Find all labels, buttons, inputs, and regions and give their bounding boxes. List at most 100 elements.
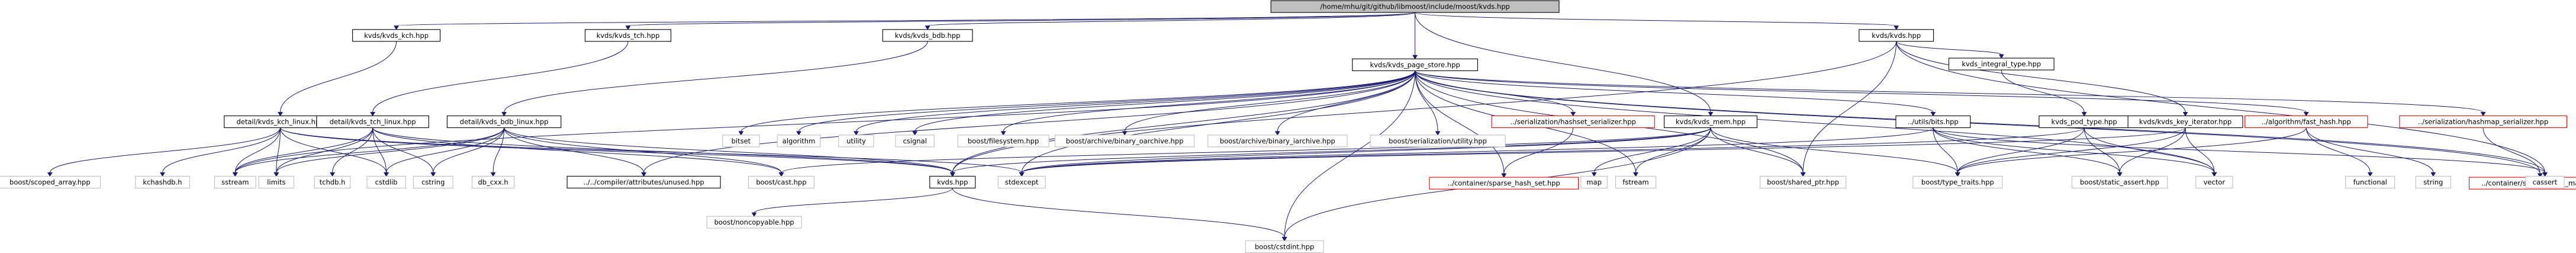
- node-box: [2345, 175, 2395, 188]
- node-box: [135, 175, 190, 188]
- node-box: [895, 134, 935, 148]
- node-box: [748, 175, 814, 188]
- node-label: boost/cast.hpp: [756, 178, 806, 186]
- edge-bdblinux-to-dbcxx: [490, 127, 505, 177]
- edge-kchlinux-to-scopedarray: [47, 127, 281, 177]
- node-label: detail/kvds_tch_linux.hpp: [330, 118, 416, 126]
- edge-pagestore-to-utility: [854, 71, 1416, 136]
- node-label: tchdb.h: [320, 178, 346, 186]
- edges-layer: [47, 12, 2548, 242]
- node-bdb[interactable]: kvds/kvds_bdb.hpp: [882, 29, 973, 42]
- edge-pagestore-to-bitset: [738, 71, 1416, 136]
- edge-pagestore-to-sstream: [232, 71, 1416, 177]
- node-box: [314, 175, 351, 188]
- node-bcast: boost/cast.hpp: [748, 175, 814, 188]
- edge-memhpp-to-sharedptr: [1710, 127, 1806, 177]
- edge-fasthash-to-string: [2305, 127, 2436, 177]
- node-box: [1370, 134, 1506, 148]
- node-sparseset[interactable]: ../container/sparse_hash_set.hpp: [1429, 177, 1579, 190]
- node-memhpp[interactable]: kvds/kvds_mem.hpp: [1664, 115, 1757, 129]
- edge-bdblinux-to-sstream: [232, 127, 505, 177]
- node-box: [2415, 175, 2451, 188]
- edge-pagestore-to-algorithm: [796, 71, 1416, 136]
- node-utilsbits[interactable]: ../utils/bits.hpp: [1895, 115, 1971, 129]
- node-inttype[interactable]: kvds_integral_type.hpp: [1948, 57, 2055, 71]
- node-label: kvds/kvds_page_store.hpp: [1370, 60, 1460, 69]
- edge-tchlinux-to-tchdb: [330, 127, 373, 177]
- edge-root-to-tch: [625, 12, 1416, 30]
- node-hashmap[interactable]: ../serialization/hashmap_serializer.hpp: [2399, 115, 2568, 129]
- node-label: detail/kvds_kch_linux.hpp: [237, 118, 324, 126]
- node-label: ../serialization/hashmap_serializer.hpp: [2418, 118, 2548, 126]
- node-label: /home/mhu/git/github/libmoost/include/mo…: [1320, 2, 1509, 11]
- node-box: [2245, 115, 2368, 129]
- node-label: boost/scoped_array.hpp: [9, 178, 91, 186]
- edge-utilsbits-to-staticassert: [1933, 127, 2123, 177]
- node-box: [352, 29, 441, 42]
- edge-bdblinux-to-limits: [273, 127, 505, 177]
- edge-pagestore-to-unused: [641, 71, 1416, 177]
- node-tchlinux[interactable]: detail/kvds_tch_linux.hpp: [316, 115, 429, 129]
- edge-utilsbits-to-stdexcept: [1019, 127, 1934, 177]
- edge-bdblinux-to-cstring: [430, 127, 505, 177]
- edge-hashmap-to-sparsemap: [2482, 127, 2543, 178]
- node-bitset: bitset: [722, 134, 760, 148]
- node-kchlinux[interactable]: detail/kvds_kch_linux.hpp: [224, 115, 337, 129]
- node-fasthash[interactable]: ../algorithm/fast_hash.hpp: [2245, 115, 2368, 129]
- edge-pagestore-to-utilsbits: [1415, 71, 1936, 117]
- node-kvdshpp[interactable]: kvds.hpp: [929, 175, 976, 188]
- node-pagestore[interactable]: kvds/kvds_page_store.hpp: [1352, 58, 1478, 71]
- node-cstdlib: cstdlib: [366, 175, 406, 188]
- node-kch[interactable]: kvds/kvds_kch.hpp: [352, 29, 441, 42]
- node-unused[interactable]: ../../compiler/attributes/unused.hpp: [566, 175, 721, 188]
- node-functional: functional: [2345, 175, 2395, 188]
- node-label: functional: [2353, 178, 2387, 186]
- node-limits: limits: [258, 175, 295, 188]
- node-label: bitset: [732, 137, 751, 145]
- node-keyiter[interactable]: kvds/kvds_key_iterator.hpp: [2127, 115, 2243, 129]
- node-box: [1948, 57, 2055, 71]
- node-label: kvds/kvds_key_iterator.hpp: [2139, 118, 2232, 126]
- edge-memhpp-to-kvdshpp: [949, 127, 1711, 177]
- node-utility: utility: [838, 134, 874, 148]
- node-podtype[interactable]: kvds_pod_type.hpp: [2039, 115, 2130, 129]
- node-label: algorithm: [783, 137, 816, 145]
- node-biarch: boost/archive/binary_iarchive.hpp: [1208, 134, 1348, 148]
- node-label: cstring: [421, 178, 445, 186]
- node-box: [1245, 240, 1324, 253]
- node-box: [0, 175, 101, 188]
- node-label: csignal: [903, 137, 926, 145]
- node-box: [882, 29, 973, 42]
- edge-root-to-memhpp: [1415, 12, 1714, 117]
- node-label: cstdlib: [375, 178, 398, 186]
- node-staticassert: boost/static_assert.hpp: [2071, 175, 2168, 188]
- edge-kchlinux-to-kchashdb: [160, 127, 281, 177]
- node-label: ../container/sparse_hash_set.hpp: [1448, 179, 1560, 187]
- node-root[interactable]: /home/mhu/git/github/libmoost/include/mo…: [1270, 0, 1560, 13]
- node-box: [1760, 175, 1847, 188]
- node-box: [2399, 115, 2568, 129]
- node-label: boost/serialization/utility.hpp: [1389, 137, 1487, 145]
- node-box: [1615, 175, 1657, 188]
- node-label: ../serialization/hashset_serializer.hpp: [1511, 118, 1636, 126]
- edge-kvdshpp-to-cstdint: [952, 188, 1287, 242]
- edge-memhpp-to-map: [1591, 127, 1711, 177]
- node-hashset[interactable]: ../serialization/hashset_serializer.hpp: [1491, 115, 1655, 129]
- node-box: [2195, 175, 2233, 188]
- node-fstream: fstream: [1615, 175, 1657, 188]
- node-box: [566, 175, 721, 188]
- node-box: [1895, 115, 1971, 129]
- edge-fasthash-to-functional: [2305, 127, 2373, 177]
- node-tch[interactable]: kvds/kvds_tch.hpp: [584, 29, 672, 42]
- node-cstring: cstring: [413, 175, 453, 188]
- node-box: [1580, 175, 1608, 188]
- node-label: cassert: [2533, 178, 2558, 186]
- node-kvds[interactable]: kvds/kvds.hpp: [1859, 29, 1934, 42]
- node-label: kchashdb.h: [143, 178, 182, 186]
- node-label: ../../compiler/attributes/unused.hpp: [584, 178, 704, 186]
- node-box: [777, 134, 821, 148]
- node-label: string: [2423, 178, 2443, 186]
- node-bdblinux[interactable]: detail/kvds_bdb_linux.hpp: [446, 115, 562, 129]
- node-kchashdb: kchashdb.h: [135, 175, 190, 188]
- node-label: boost/static_assert.hpp: [2080, 178, 2159, 186]
